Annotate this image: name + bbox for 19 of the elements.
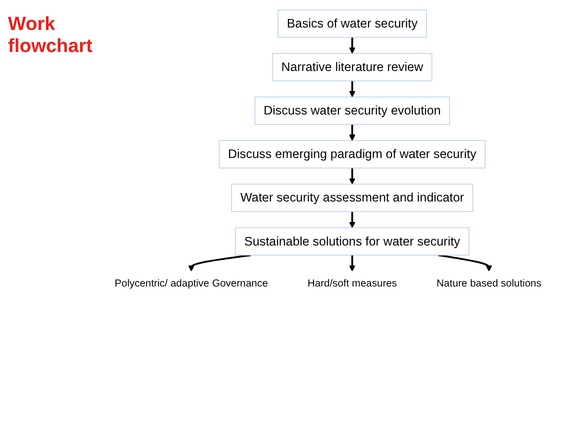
arrow [349, 37, 356, 54]
node-box [254, 96, 450, 125]
node-text: Nature based solutions [436, 277, 542, 289]
node-box [231, 184, 474, 212]
node-box [235, 227, 470, 256]
arrow [349, 80, 356, 98]
node-box [272, 53, 432, 82]
node-text: Polycentric/ adaptive Governance [114, 277, 268, 289]
flowchart: Basics of water security Narrative literature review Discuss water security evolution Discuss emerging paradigm of water security Water security assessment and indicator Sustainable solutions for water security Polycentric/ adaptive Governance Hard/soft measures Nature based solutions [100, 4, 556, 302]
arrow [438, 254, 492, 272]
node-text: Hard/soft measures [307, 277, 397, 289]
title: Work flowchart [8, 14, 94, 58]
arrow [188, 254, 251, 272]
arrow [349, 255, 356, 272]
arrow [349, 168, 356, 184]
arrow [349, 212, 356, 228]
node-box [278, 10, 427, 38]
node-box [218, 140, 486, 168]
arrow [349, 124, 356, 141]
